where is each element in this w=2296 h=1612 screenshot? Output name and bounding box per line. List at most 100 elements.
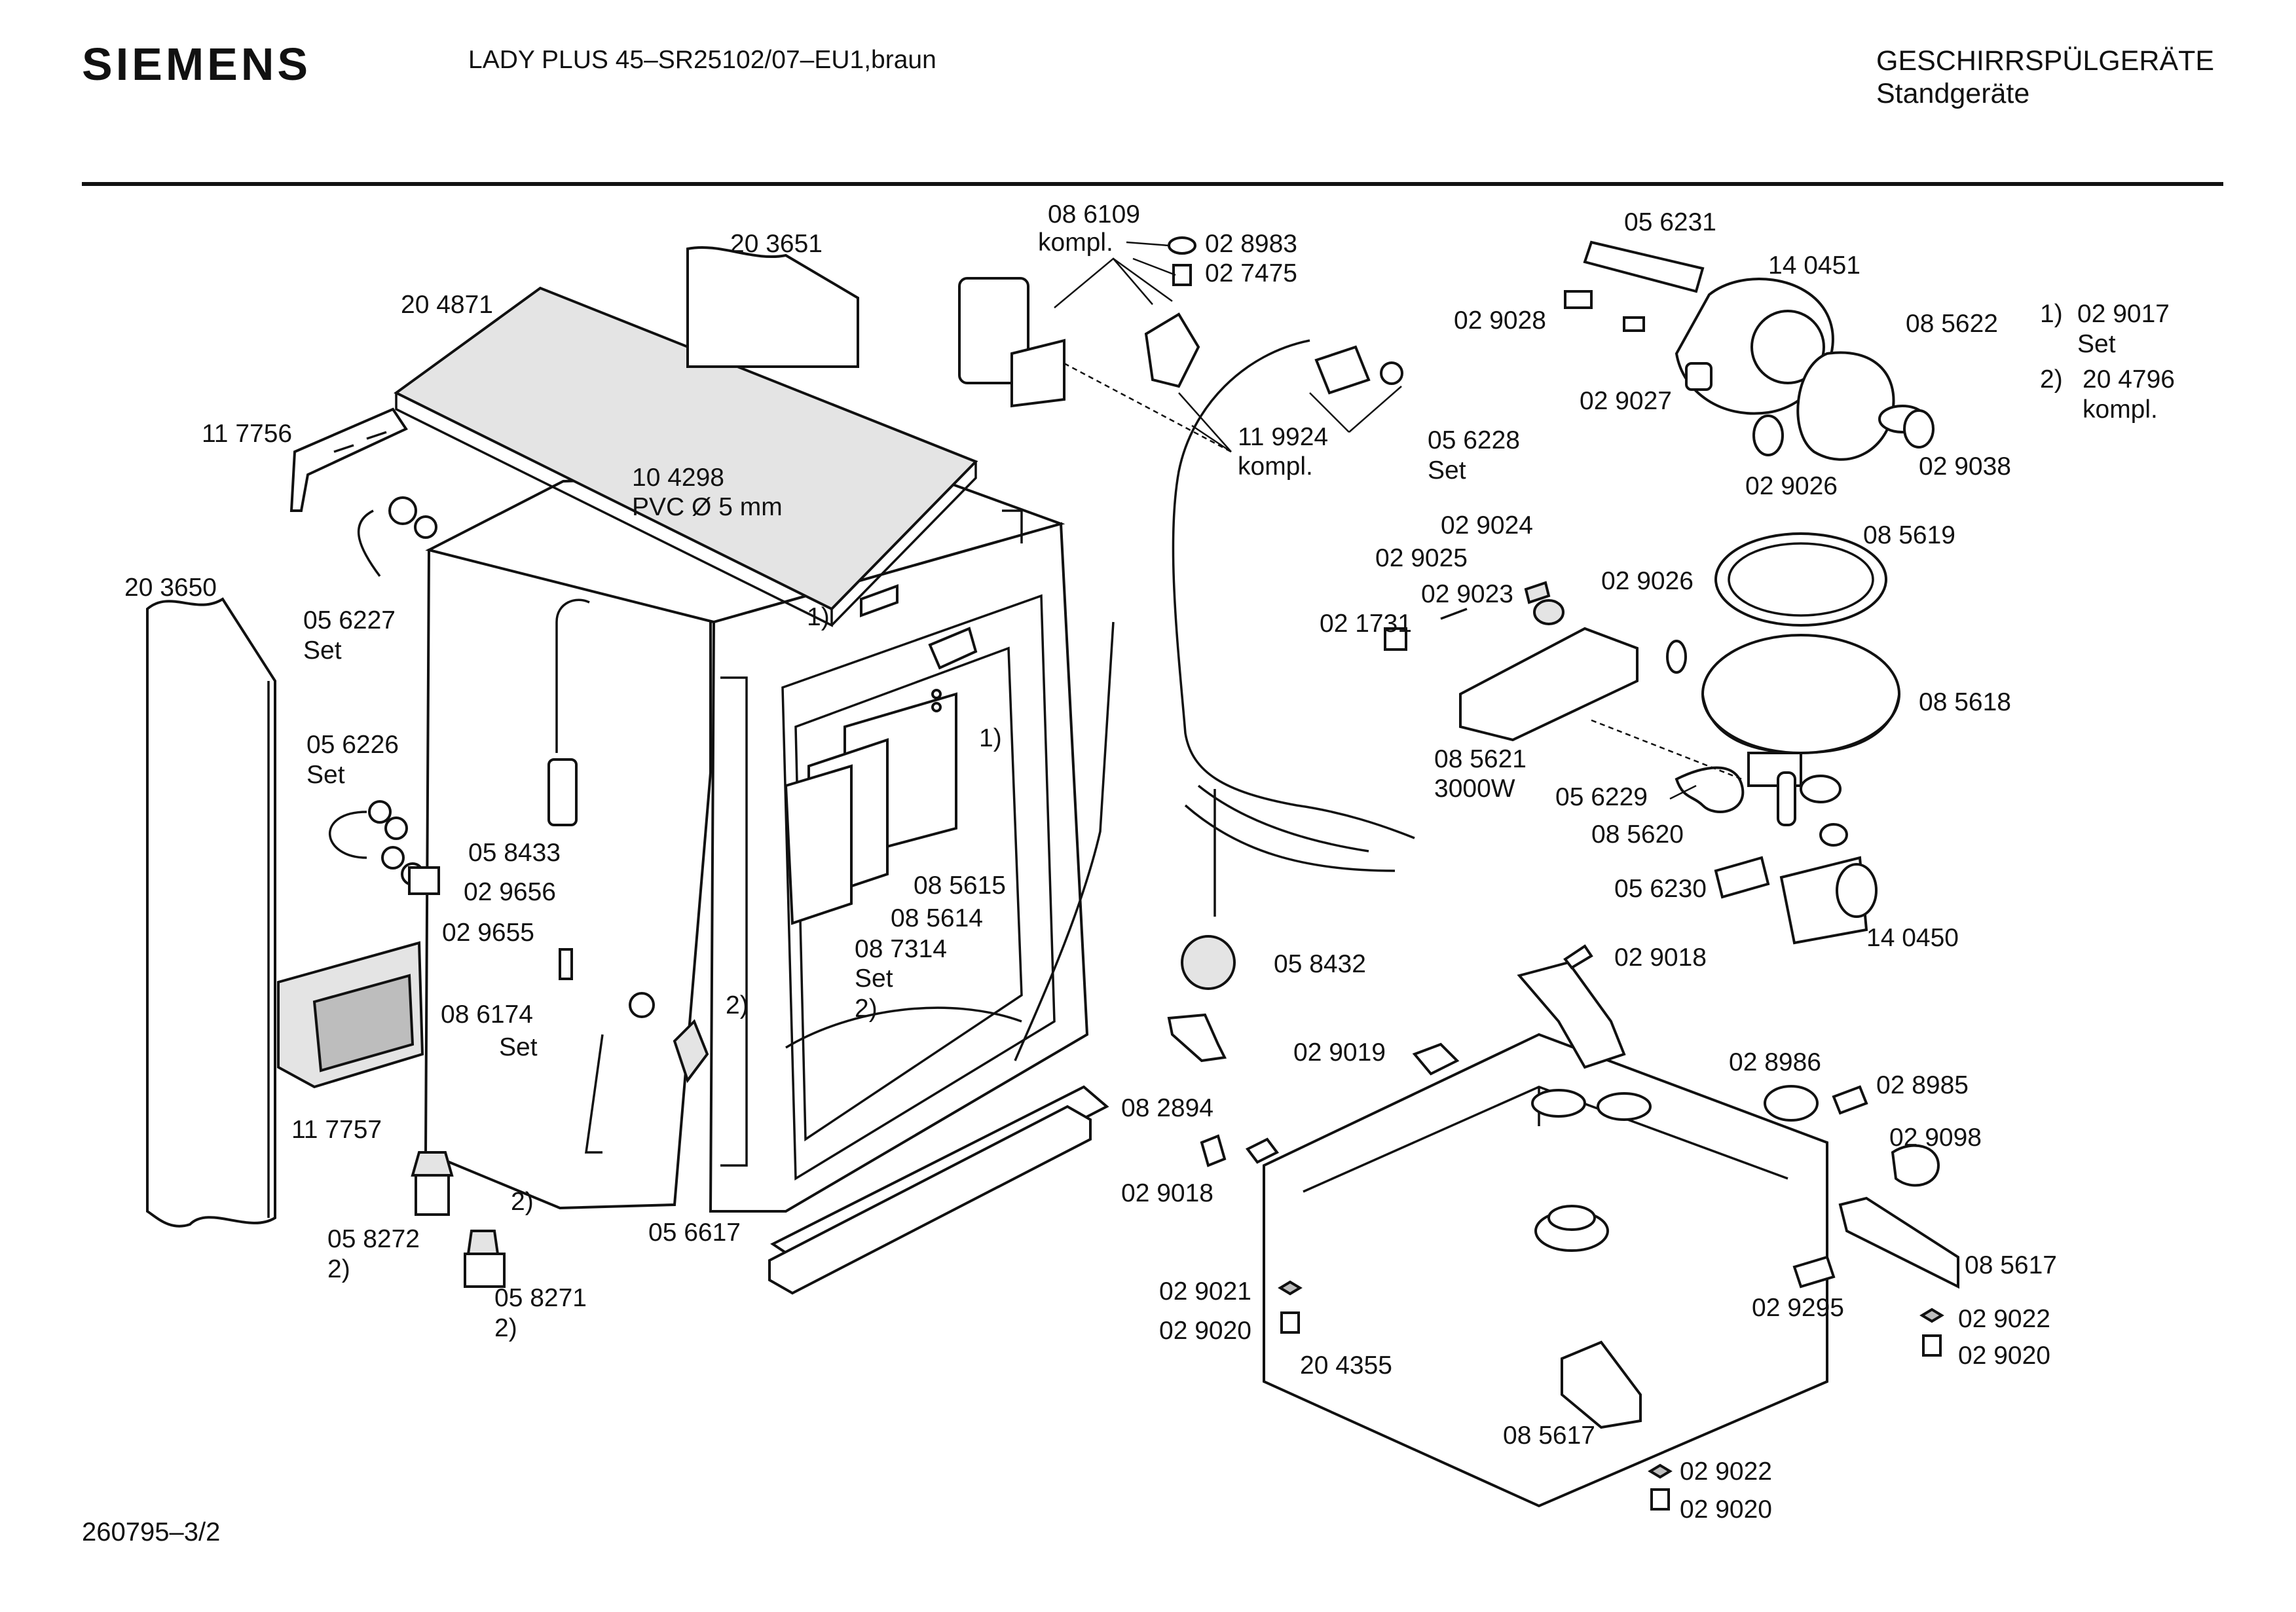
- category-heading: GESCHIRRSPÜLGERÄTE Standgeräte: [1876, 45, 2214, 110]
- note-2-marker: 2): [2040, 365, 2063, 394]
- tube-104298: [555, 598, 590, 753]
- cabinet-front-frame: [709, 522, 1089, 1213]
- sensor-056231: [1583, 240, 1705, 293]
- bracket-117756: [289, 407, 408, 512]
- heater-085621: [1459, 627, 1639, 742]
- label-058432: 05 8432: [1274, 950, 1366, 978]
- note-2-sub: kompl.: [2083, 395, 2158, 424]
- label-085618: 08 5618: [1919, 688, 2011, 716]
- rear-panel-203651: [686, 246, 859, 368]
- label-029028: 02 9028: [1454, 306, 1546, 335]
- category-line-1: GESCHIRRSPÜLGERÄTE: [1876, 45, 2215, 77]
- label-085614: 08 5614: [891, 904, 983, 932]
- label-029295: 02 9295: [1752, 1294, 1844, 1322]
- label-140450: 14 0450: [1866, 924, 1959, 952]
- cabinet-drawing: [146, 246, 1115, 1288]
- hose-056226: [329, 811, 367, 859]
- label-056229: 05 6229: [1555, 783, 1648, 811]
- sensor-029655: [559, 948, 573, 980]
- valve-058272: [415, 1174, 450, 1216]
- label-029025: 02 9025: [1375, 544, 1468, 572]
- valve-body: [1144, 312, 1200, 388]
- pump-085622: [1796, 351, 1895, 461]
- label-028985: 02 8985: [1876, 1071, 1969, 1099]
- label-029020c: 02 9020: [1680, 1495, 1772, 1524]
- label-085619: 08 5619: [1863, 521, 1955, 549]
- note-1-marker: 1): [2040, 300, 2063, 328]
- label-029020b: 02 9020: [1159, 1317, 1251, 1345]
- label-029022a: 02 9022: [1958, 1305, 2050, 1333]
- filter-ring-085619: [1714, 532, 1887, 627]
- header-rule: [82, 182, 2223, 186]
- base-drawing: [768, 944, 1959, 1511]
- label-029020a: 02 9020: [1958, 1342, 2050, 1370]
- foot-085617a: [1838, 1196, 1959, 1289]
- label-029023: 02 9023: [1421, 580, 1513, 608]
- label-029018b: 02 9018: [1614, 943, 1707, 972]
- label-085622: 08 5622: [1906, 310, 1998, 338]
- foot-028986: [1764, 1085, 1819, 1122]
- pump-drawing: [1384, 240, 1935, 945]
- foot-085617b: [1561, 1340, 1642, 1429]
- valve-058271: [464, 1253, 506, 1288]
- hose-056227: [357, 509, 381, 577]
- label-029022b: 02 9022: [1680, 1457, 1772, 1486]
- label-021731: 02 1731: [1320, 610, 1412, 638]
- label-029038: 02 9038: [1919, 452, 2011, 481]
- note-2-number: 20 4796: [2083, 365, 2175, 394]
- label-029018a: 02 9018: [1121, 1179, 1213, 1207]
- label-029024: 02 9024: [1441, 511, 1533, 540]
- sump-085618: [1701, 634, 1900, 754]
- label-203650: 20 3650: [124, 574, 217, 602]
- note-1-sub: Set: [2077, 330, 2116, 358]
- label-029027: 02 9027: [1580, 387, 1672, 415]
- label-085617b: 08 5617: [1503, 1421, 1595, 1450]
- label-027475: 02 7475: [1205, 259, 1297, 287]
- label-085620: 08 5620: [1591, 820, 1684, 849]
- label-029021: 02 9021: [1159, 1277, 1251, 1306]
- pressure-switch-058432: [1181, 935, 1236, 990]
- label-029026b: 02 9026: [1601, 567, 1694, 595]
- label-056231: 05 6231: [1624, 208, 1716, 236]
- label-082894: 08 2894: [1121, 1094, 1213, 1122]
- basket-087314: [784, 764, 853, 925]
- label-028983: 02 8983: [1205, 230, 1297, 258]
- label-note-2b: 2): [726, 991, 749, 1019]
- label-029019: 02 9019: [1293, 1038, 1386, 1067]
- side-panel-203650: [146, 597, 276, 1228]
- footnotes-legend: 1) 02 9017 Set 2) 20 4796 kompl.: [2040, 300, 2175, 424]
- label-note-1b: 1): [979, 724, 1002, 752]
- tube-085620: [1777, 771, 1796, 826]
- label-note-2a: 2): [511, 1188, 534, 1216]
- category-line-2: Standgeräte: [1876, 78, 2030, 109]
- label-056617: 05 6617: [648, 1218, 741, 1247]
- label-204355: 20 4355: [1300, 1351, 1392, 1380]
- label-085615: 08 5615: [914, 871, 1006, 900]
- label-029026a: 02 9026: [1745, 472, 1838, 500]
- door-seal-082894: [1014, 621, 1115, 1061]
- label-203651: 20 3651: [730, 230, 823, 258]
- label-117757: 11 7757: [291, 1116, 382, 1144]
- switch-058433: [547, 758, 578, 826]
- label-029656: 02 9656: [464, 878, 556, 906]
- label-056230: 05 6230: [1614, 875, 1707, 903]
- brand-logo: SIEMENS: [82, 39, 312, 90]
- label-058433: 05 8433: [468, 839, 561, 867]
- label-140451: 14 0451: [1768, 251, 1861, 280]
- label-note-1a: 1): [807, 603, 830, 631]
- label-117756: 11 7756: [202, 420, 292, 448]
- drawing-code: 260795–3/2: [82, 1518, 221, 1547]
